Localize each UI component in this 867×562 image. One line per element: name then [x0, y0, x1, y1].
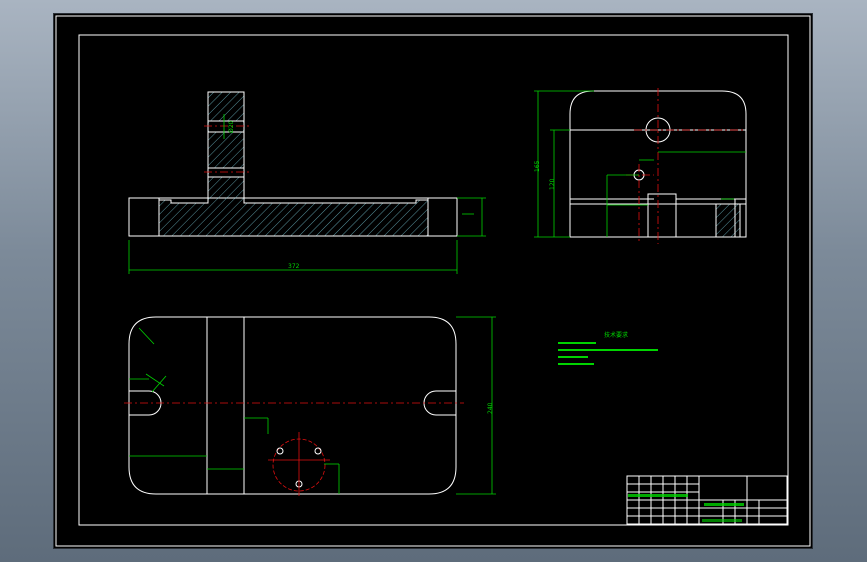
- cad-drawing: 372 Ø20 165 120: [55, 15, 811, 547]
- technical-notes: 技术要求: [558, 331, 658, 365]
- note-line-4: [558, 363, 594, 365]
- note-line-1: [558, 342, 596, 344]
- dim-side-inner-label: 120: [549, 178, 556, 190]
- title-block: [626, 475, 788, 525]
- notes-title: 技术要求: [604, 331, 628, 339]
- dim-hole-label: Ø20: [228, 120, 235, 133]
- title-block-text-row: [628, 494, 688, 497]
- drawing-viewport[interactable]: 372 Ø20 165 120: [54, 14, 812, 548]
- dim-top-width-label: 240: [487, 402, 494, 414]
- front-hole-gap-lower: [209, 168, 243, 177]
- dim-side-height-label: 165: [534, 160, 541, 172]
- top-bolt-hole-2: [314, 447, 322, 455]
- top-bolt-hole-1: [276, 447, 284, 455]
- side-view: 165 120: [534, 88, 747, 244]
- title-block-footer-row: [702, 519, 742, 522]
- front-hole-gap-upper: [209, 121, 243, 132]
- top-outline: [128, 316, 457, 495]
- side-slot: [647, 193, 677, 238]
- note-line-2: [558, 349, 658, 351]
- front-section-hatch: [158, 91, 429, 237]
- sheet-outer-border: [55, 15, 811, 547]
- dim-length-label: 372: [288, 263, 300, 270]
- note-line-3: [558, 356, 588, 358]
- title-block-label-row: [704, 503, 744, 506]
- sheet-inner-border: [78, 34, 789, 526]
- side-outline: [569, 90, 747, 238]
- front-view: 372 Ø20: [128, 91, 486, 274]
- side-section-hatch: [715, 203, 741, 238]
- top-view: 240: [124, 316, 496, 496]
